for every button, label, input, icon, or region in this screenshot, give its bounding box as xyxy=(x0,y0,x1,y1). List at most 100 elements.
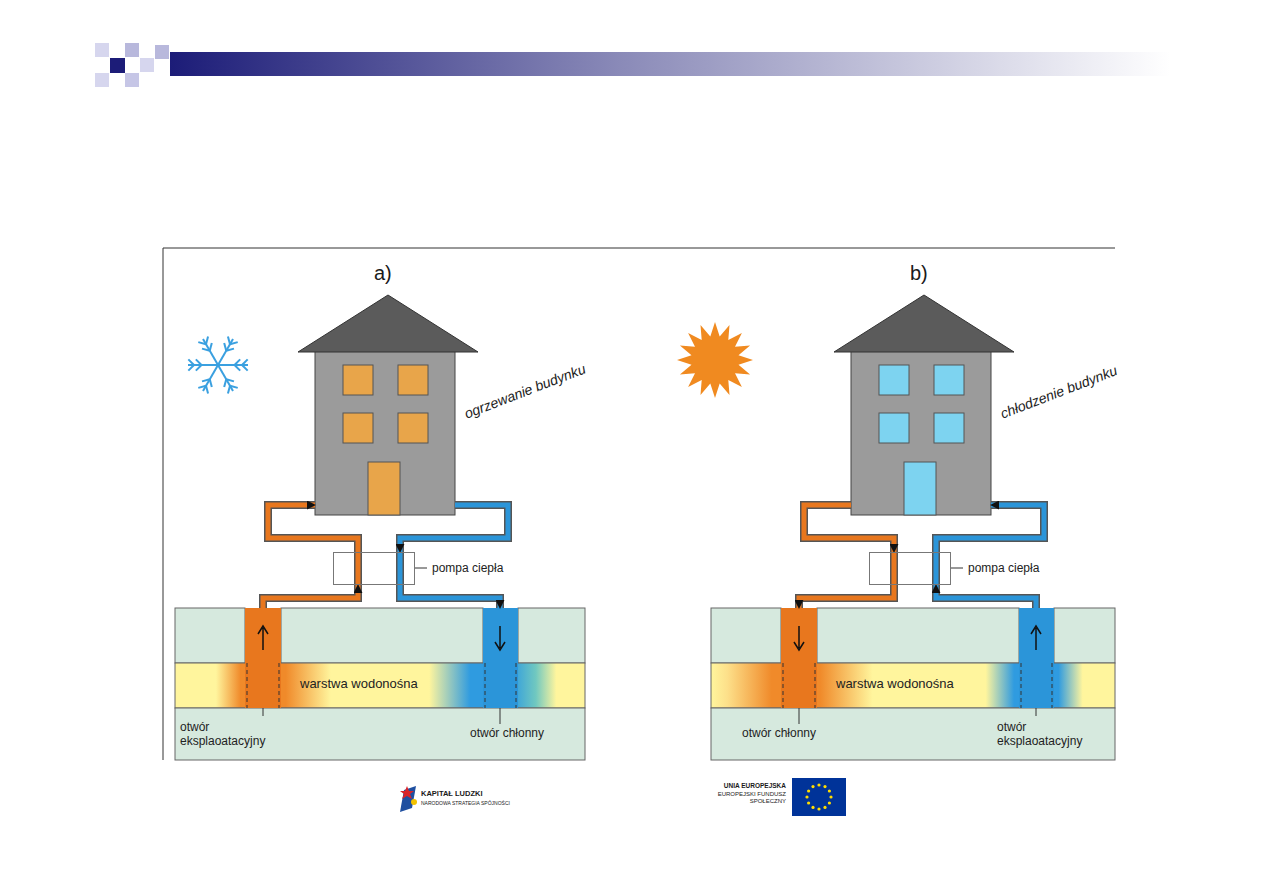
slide-header-part xyxy=(95,43,109,57)
eu-flag-part-part xyxy=(823,785,826,788)
house-drawing-part xyxy=(879,365,909,395)
leader-line-part xyxy=(1036,708,1037,716)
panel-label: b) xyxy=(910,262,928,285)
well-bore-part xyxy=(794,626,804,650)
house-drawing-part xyxy=(343,365,373,395)
pipe-outline xyxy=(400,585,500,608)
figure-frame-part xyxy=(163,248,164,760)
slide-header-part xyxy=(140,58,154,72)
snowflake-icon-part xyxy=(226,379,234,381)
snowflake-icon-part xyxy=(242,365,248,371)
eu-flag xyxy=(792,778,846,816)
well-bore-part xyxy=(781,608,817,708)
pipe-connector xyxy=(799,585,894,608)
well: otwór eksplaoatacyjny xyxy=(1019,608,1054,708)
eu-flag-part-part xyxy=(811,806,814,809)
pump-pipes-part xyxy=(934,552,939,585)
house-drawing-part xyxy=(834,295,1014,352)
pump-pipes-part xyxy=(398,552,403,585)
eu-flag-part-part xyxy=(829,795,832,798)
snowflake-icon-part xyxy=(224,343,226,351)
pipe-connector xyxy=(936,585,1036,608)
aquifer-band-label: warstwa wodonośna xyxy=(836,677,954,692)
kapital-ludzki-logo-part xyxy=(411,799,417,805)
pipe-outline xyxy=(804,505,894,552)
heat-pump-box-label: pompa ciepła xyxy=(432,562,503,576)
ground-section-part xyxy=(711,708,1115,760)
sun-icon-part xyxy=(677,322,753,398)
heat-pump-box-label: pompa ciepła xyxy=(968,562,1039,576)
building: chłodzenie budynku xyxy=(851,350,991,515)
house-drawing-part xyxy=(368,462,400,515)
leader-line-part xyxy=(951,568,963,569)
snowflake-icon-part xyxy=(198,386,206,388)
pipe-outline xyxy=(263,585,358,608)
logo-text: UNIA EUROPEJSKA xyxy=(688,782,786,789)
well: otwór eksplaoatacyjny xyxy=(245,608,281,708)
house-drawing-part xyxy=(934,365,964,395)
pump-pipes-part xyxy=(354,552,362,585)
well-bore-part xyxy=(485,663,486,708)
pipe-fill xyxy=(263,585,358,608)
ground-section-part xyxy=(281,608,483,663)
pipe-outline xyxy=(799,585,894,608)
logo-text: KAPITAŁ LUDZKI xyxy=(421,790,483,799)
well-bore-part xyxy=(1021,663,1022,708)
heat-pump-box: pompa ciepła xyxy=(333,552,415,585)
pipe-outline xyxy=(936,505,1044,552)
pump-pipes-part xyxy=(932,552,940,585)
pipe-connector xyxy=(804,505,894,552)
pipe-connector xyxy=(263,585,358,608)
well-bore-part xyxy=(516,663,517,708)
snowflake-icon-part xyxy=(202,379,210,381)
ground-section-part xyxy=(518,608,585,663)
well-bore-part xyxy=(783,663,784,708)
pipe-connector xyxy=(400,505,508,552)
pipe-outline xyxy=(936,585,1036,608)
well-label: otwór chłonny xyxy=(742,727,816,741)
pipe-connector xyxy=(936,505,1044,552)
well-bore-part xyxy=(815,663,816,708)
eu-flag-part-part xyxy=(807,801,810,804)
snowflake-icon-part xyxy=(202,349,210,351)
pump-pipes-part xyxy=(396,552,404,585)
snowflake-icon-part xyxy=(230,386,238,388)
building-label: chłodzenie budynku xyxy=(998,362,1119,421)
figure-frame-part xyxy=(163,248,1115,249)
slide-header-part xyxy=(125,43,139,57)
figure-frame xyxy=(163,248,1115,760)
house-drawing-part xyxy=(879,413,909,443)
leader-line-part xyxy=(263,708,264,716)
panel-label: a) xyxy=(374,262,392,285)
logo-text: NARODOWA STRATEGIA SPÓJNOŚCI xyxy=(421,801,510,807)
snowflake-icon-part xyxy=(206,386,208,394)
leader-line-part xyxy=(799,708,800,724)
kapital-ludzki-logo xyxy=(400,786,417,812)
snowflake-icon-part xyxy=(218,365,233,391)
well-bore-part xyxy=(1052,663,1053,708)
snowflake-icon-part xyxy=(196,365,202,371)
house-drawing-part xyxy=(298,295,478,352)
well: otwór chłonny xyxy=(483,608,518,708)
pipe-fill xyxy=(936,505,1044,552)
house-drawing-part xyxy=(934,413,964,443)
pipe-connector xyxy=(268,505,358,552)
snowflake-icon-part xyxy=(230,342,238,344)
eu-flag-part xyxy=(792,778,846,816)
pipe-connector xyxy=(400,585,500,608)
well-bore-part xyxy=(279,663,280,708)
ground-section-part xyxy=(1054,608,1115,663)
eu-flag-part xyxy=(805,783,832,810)
pipe-outline xyxy=(400,505,508,552)
sun-icon xyxy=(677,322,753,398)
snowflake-icon-part xyxy=(224,379,226,387)
ground-section xyxy=(711,608,1115,760)
snowflake-icon-part xyxy=(196,359,202,365)
pipe-fill xyxy=(268,505,358,552)
pipe-fill xyxy=(400,505,508,552)
well-bore-part xyxy=(483,608,518,708)
well-bore-part xyxy=(495,626,505,650)
pump-pipes-part xyxy=(892,552,897,585)
pipe-fill xyxy=(804,505,894,552)
